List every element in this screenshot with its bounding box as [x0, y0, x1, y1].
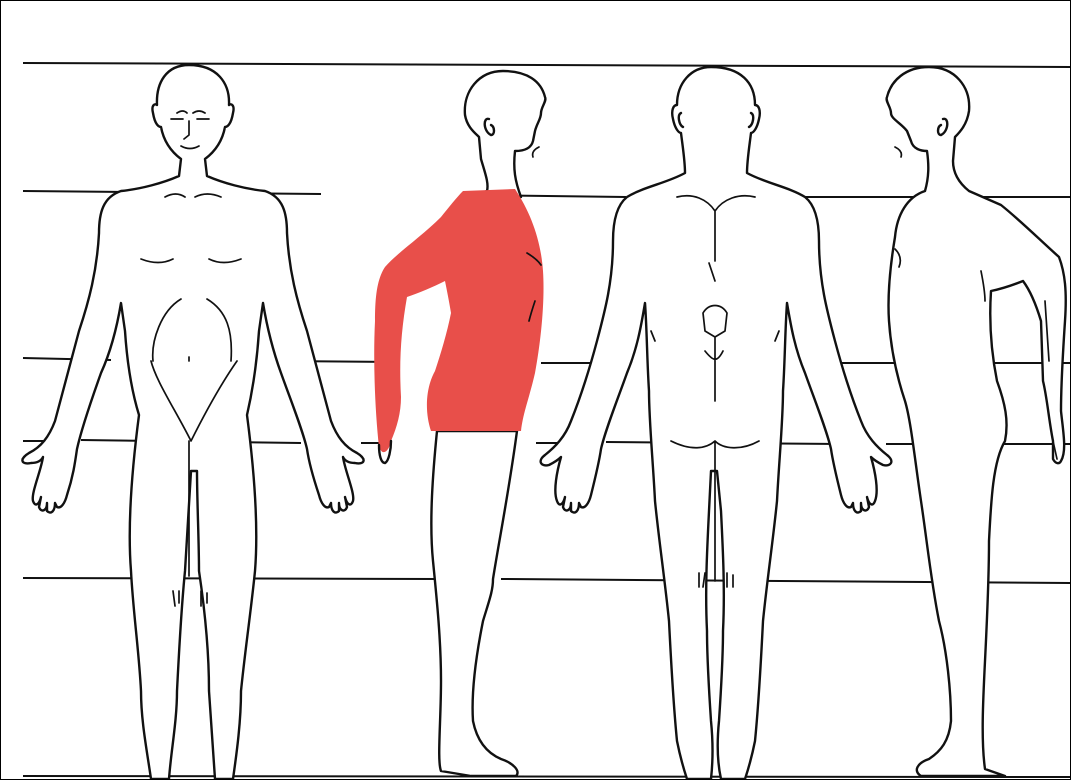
figure-back-view	[541, 67, 892, 779]
figure-right-side-view	[374, 71, 545, 776]
figure-left-side-view	[887, 67, 1066, 776]
figure-front-view	[22, 65, 363, 779]
guide-line-floor	[23, 776, 1070, 777]
highlighted-region-torso-arm	[374, 189, 543, 452]
